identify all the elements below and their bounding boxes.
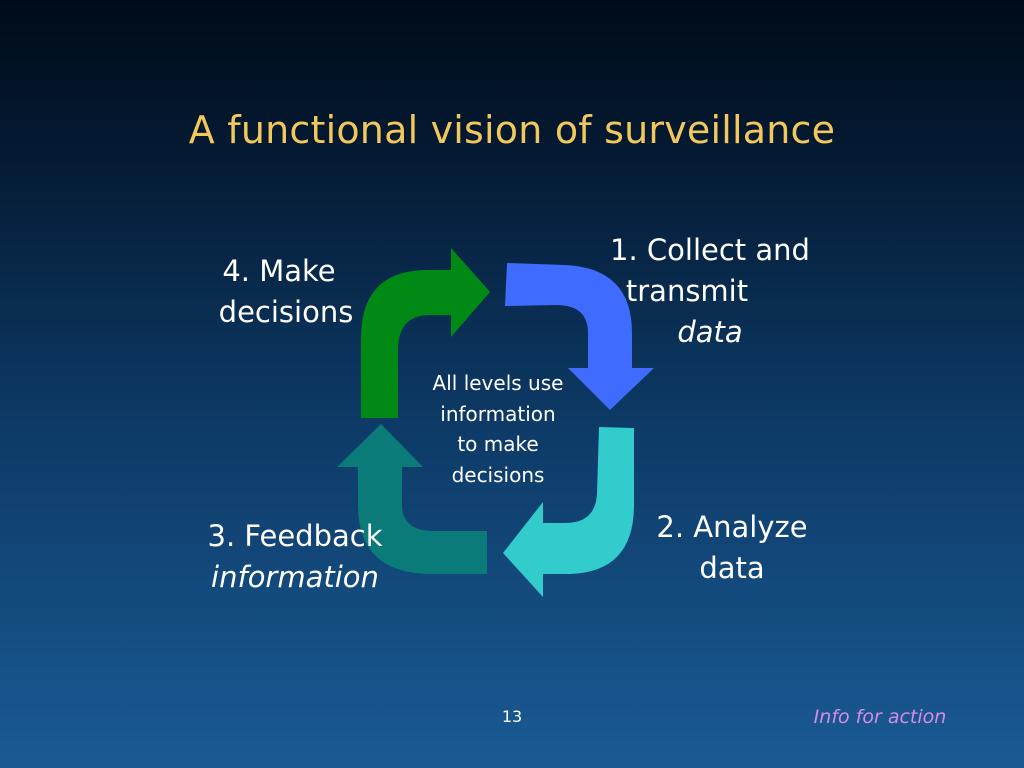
step-feedback-italic: information	[211, 560, 379, 594]
center-caption: All levels use information to make decis…	[418, 368, 578, 490]
step-decide-label: 4. Make decisions	[204, 251, 368, 333]
center-caption-line-3: to make	[457, 432, 539, 456]
center-caption-line-1: All levels use	[432, 371, 564, 395]
step-feedback-line-1: 3. Feedback	[207, 519, 383, 553]
step-collect-line-1: 1. Collect and	[610, 233, 810, 267]
center-caption-line-2: information	[440, 401, 556, 426]
page-number: 13	[501, 707, 523, 726]
feedback-arrow	[337, 424, 487, 574]
step-collect-label: 1. Collect and transmit data	[596, 230, 824, 353]
step-decide-line-1: 4. Make	[222, 254, 336, 288]
decide-arrow	[361, 248, 490, 418]
collect-arrow	[505, 263, 654, 410]
step-analyze-line-1: 2. Analyze	[656, 510, 808, 544]
slide-title: A functional vision of surveillance	[188, 108, 836, 152]
analyze-arrow	[503, 427, 634, 597]
step-decide-line-2: decisions	[218, 295, 354, 329]
step-collect-line-2: transmit	[625, 274, 749, 308]
step-analyze-line-2: data	[699, 551, 765, 585]
footer-text: Info for action	[813, 706, 947, 728]
step-feedback-label: 3. Feedback information	[196, 516, 394, 598]
step-analyze-label: 2. Analyze data	[640, 507, 824, 589]
step-collect-italic: data	[677, 315, 743, 349]
center-caption-line-4: decisions	[451, 462, 545, 487]
